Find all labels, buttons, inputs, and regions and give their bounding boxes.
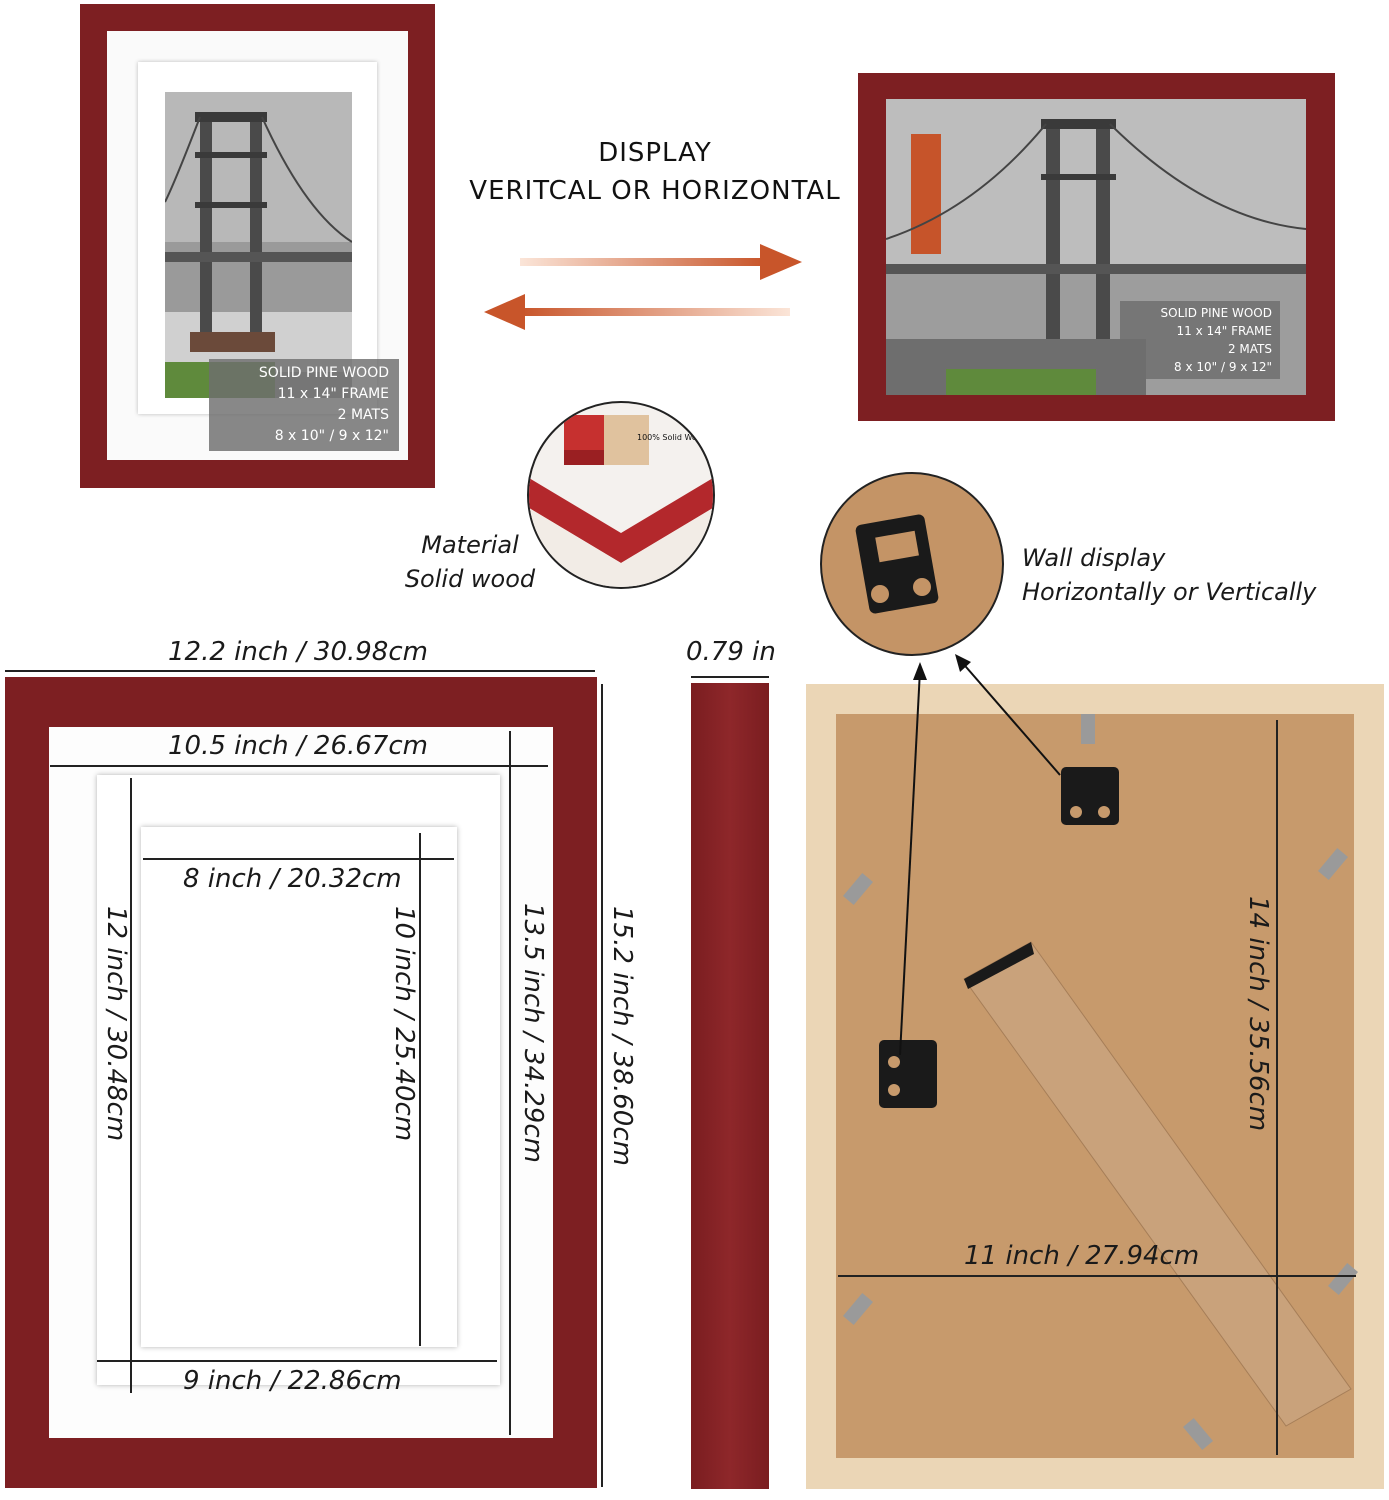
spec-line-1: SOLID PINE WOOD: [258, 365, 389, 381]
material-label: Material Solid wood: [400, 528, 540, 596]
spec-line-2: 11 x 14" FRAME: [1176, 324, 1272, 338]
wall-display-line2: Horizontally or Vertically: [1022, 578, 1317, 606]
headline-line1: DISPLAY: [598, 138, 712, 168]
mat-height-line: [130, 778, 132, 1393]
display-headline: DISPLAY VERITCAL OR HORIZONTAL: [455, 138, 855, 206]
spec-line-2: 11 x 14" FRAME: [277, 386, 389, 402]
material-badge: 100% Solid Wo: [637, 433, 697, 442]
horizontal-spec-box: SOLID PINE WOOD 11 x 14" FRAME 2 MATS 8 …: [1120, 301, 1280, 379]
wall-display-line1: Wall display: [1022, 544, 1166, 572]
spec-line-3: 2 MATS: [337, 407, 389, 423]
mat-width-label: 9 inch / 22.86cm: [183, 1366, 402, 1396]
outer-height-line: [601, 684, 603, 1487]
spec-line-4: 8 x 10" / 9 x 12": [274, 428, 389, 444]
spec-line-4: 8 x 10" / 9 x 12": [1174, 360, 1272, 374]
mat-height-label: 12 inch / 30.48cm: [101, 906, 131, 1142]
inner-width-label: 10.5 inch / 26.67cm: [168, 731, 428, 761]
arrow-left-icon: [484, 294, 790, 330]
direction-arrows: [484, 244, 802, 330]
turn-clips: [842, 714, 1359, 1450]
material-detail-circle: 100% Solid Wo: [527, 401, 715, 589]
material-line1: Material: [421, 531, 519, 559]
wall-display-label: Wall display Horizontally or Vertically: [1022, 541, 1316, 609]
outer-width-label: 12.2 inch / 30.98cm: [168, 637, 428, 667]
outer-width-line: [5, 670, 595, 672]
horizontal-frame: SOLID PINE WOOD 11 x 14" FRAME 2 MATS 8 …: [858, 73, 1335, 421]
side-hanger-icon: [879, 1040, 937, 1108]
arrow-right-icon: [520, 244, 802, 280]
spec-line-3: 2 MATS: [1227, 342, 1272, 356]
back-width-line: [838, 1275, 1356, 1277]
photo-width-label: 8 inch / 20.32cm: [183, 864, 402, 894]
inner-height-label: 13.5 inch / 34.29cm: [518, 903, 548, 1163]
depth-label: 0.79 in: [686, 637, 776, 667]
depth-line: [691, 676, 769, 678]
material-line2: Solid wood: [404, 565, 536, 593]
dimension-frame: [5, 677, 597, 1488]
outer-height-label: 15.2 inch / 38.60cm: [607, 906, 637, 1166]
back-height-line: [1276, 720, 1278, 1455]
headline-line2: VERITCAL OR HORIZONTAL: [469, 176, 841, 206]
frame-side-profile: [691, 683, 769, 1489]
photo-height-label: 10 inch / 25.40cm: [389, 906, 419, 1142]
back-width-label: 11 inch / 27.94cm: [964, 1241, 1200, 1271]
back-details: [842, 714, 1359, 1450]
inner-width-line: [50, 765, 548, 767]
mat-width-line: [97, 1360, 497, 1362]
top-hanger-icon: [1061, 767, 1119, 825]
back-height-label: 14 inch / 35.56cm: [1243, 896, 1273, 1132]
bridge-photo-horizontal: [886, 99, 1306, 395]
vertical-frame: SOLID PINE WOOD 11 x 14" FRAME 2 MATS 8 …: [80, 4, 435, 488]
photo-height-line: [419, 833, 421, 1346]
dimension-photo-area: [141, 827, 457, 1347]
photo-width-line: [143, 858, 454, 860]
sawtooth-hanger-icon: [855, 514, 939, 614]
frame-back: [806, 684, 1384, 1489]
bridge-photo-vertical: [165, 92, 352, 398]
hanger-pointer-lines: [899, 654, 1061, 1056]
hanger-detail-circle: [820, 472, 1004, 656]
vertical-spec-box: SOLID PINE WOOD 11 x 14" FRAME 2 MATS 8 …: [209, 359, 399, 451]
spec-line-1: SOLID PINE WOOD: [1160, 306, 1273, 320]
inner-height-line: [509, 731, 511, 1435]
